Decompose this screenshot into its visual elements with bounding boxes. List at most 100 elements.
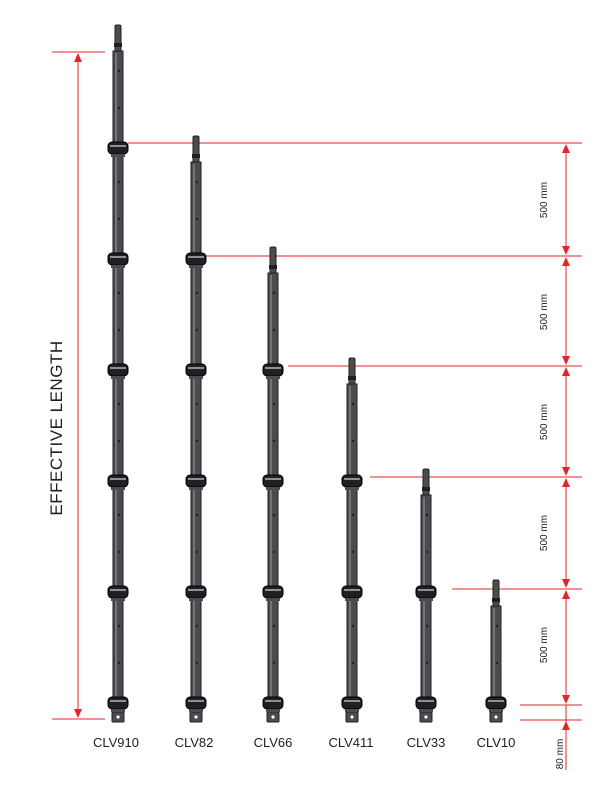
cup-node-highlight	[110, 256, 126, 258]
pin-hole	[495, 624, 499, 628]
pin-hole	[195, 402, 199, 406]
cup-node	[107, 141, 129, 155]
pin-hole	[351, 402, 355, 406]
pin-hole	[117, 513, 121, 517]
pin-hole	[272, 291, 276, 295]
dimension-label-4: 500 mm	[539, 515, 550, 551]
cup-node-highlight	[110, 145, 126, 147]
pin-hole	[195, 550, 199, 554]
pin-hole	[195, 661, 199, 665]
cup-node-highlight	[488, 700, 504, 702]
spigot	[269, 246, 277, 276]
effective-length-label: EFFECTIVE LENGTH	[47, 340, 66, 515]
pin-hole	[117, 106, 121, 110]
cup-node-highlight	[344, 589, 360, 591]
pin-hole	[195, 513, 199, 517]
pin-hole	[117, 661, 121, 665]
cup-node	[262, 474, 284, 488]
cup-node	[107, 363, 129, 377]
cup-node	[341, 474, 363, 488]
spigot-collar	[492, 598, 500, 602]
cup-node-skirt	[111, 487, 125, 490]
cup-node-skirt	[266, 487, 280, 490]
cup-node	[262, 696, 284, 710]
dimension-arrow-down-2	[562, 356, 570, 365]
cup-node-skirt	[111, 376, 125, 379]
cup-node	[107, 585, 129, 599]
cup-node	[262, 363, 284, 377]
pin-hole	[495, 661, 499, 665]
cup-node-skirt	[189, 265, 203, 268]
dimension-label-6: 80 mm	[555, 739, 566, 770]
dimension-arrow-down-4	[562, 579, 570, 588]
cup-node-highlight	[110, 478, 126, 480]
cup-node-highlight	[188, 700, 204, 702]
cup-node-highlight	[110, 367, 126, 369]
cup-node	[185, 363, 207, 377]
cup-node	[185, 696, 207, 710]
cup-node	[185, 585, 207, 599]
pin-hole	[272, 513, 276, 517]
cup-node	[107, 696, 129, 710]
cup-node-skirt	[345, 709, 359, 712]
effective-length-arrow-bottom	[74, 709, 82, 718]
pin-hole	[351, 550, 355, 554]
cup-node	[107, 252, 129, 266]
pin-hole	[117, 624, 121, 628]
pin-hole	[117, 217, 121, 221]
model-label-clv82: CLV82	[175, 735, 214, 750]
cup-node	[341, 585, 363, 599]
standards-group	[107, 24, 507, 723]
dimension-arrow-down-3	[562, 467, 570, 476]
base-hole	[494, 715, 498, 719]
cup-node-skirt	[345, 598, 359, 601]
cup-node	[341, 696, 363, 710]
dimension-labels: 500 mm 500 mm 500 mm 500 mm 500 mm 80 mm	[539, 182, 566, 769]
pin-hole	[195, 439, 199, 443]
cup-node-skirt	[189, 598, 203, 601]
dimension-lines	[52, 51, 582, 770]
pin-hole	[272, 624, 276, 628]
spigot-collar	[192, 154, 200, 158]
standard-clv910	[107, 24, 129, 723]
pin-hole	[351, 439, 355, 443]
pin-hole	[117, 550, 121, 554]
pin-hole	[272, 439, 276, 443]
pin-hole	[117, 328, 121, 332]
spigot	[422, 468, 430, 498]
cup-node	[262, 585, 284, 599]
pin-hole	[425, 550, 429, 554]
cup-node	[107, 474, 129, 488]
model-label-clv910: CLV910	[93, 735, 139, 750]
cup-node	[485, 696, 507, 710]
spigot-collar	[422, 487, 430, 491]
cup-node	[185, 252, 207, 266]
pin-hole	[351, 624, 355, 628]
dimension-arrow-up-80mm	[562, 721, 570, 730]
spigot	[114, 24, 122, 54]
tube	[346, 383, 358, 719]
cup-node-skirt	[266, 598, 280, 601]
spigot-collar	[114, 43, 122, 47]
cup-node-highlight	[265, 478, 281, 480]
cup-node-skirt	[111, 598, 125, 601]
pin-hole	[272, 550, 276, 554]
cup-node-highlight	[188, 589, 204, 591]
cup-node-highlight	[188, 256, 204, 258]
base-hole	[424, 715, 428, 719]
cup-node	[185, 474, 207, 488]
cup-node-skirt	[266, 709, 280, 712]
cup-node-skirt	[111, 154, 125, 157]
cup-node-highlight	[110, 589, 126, 591]
pin-hole	[195, 291, 199, 295]
dimension-arrow-up-5	[562, 590, 570, 599]
pin-hole	[117, 291, 121, 295]
dimension-arrow-up-3	[562, 367, 570, 376]
dimension-label-3: 500 mm	[539, 404, 550, 440]
pin-hole	[195, 328, 199, 332]
dimension-arrow-up-1	[562, 144, 570, 153]
base-hole	[194, 715, 198, 719]
tube	[267, 272, 279, 719]
cup-node-highlight	[418, 589, 434, 591]
pin-hole	[425, 624, 429, 628]
